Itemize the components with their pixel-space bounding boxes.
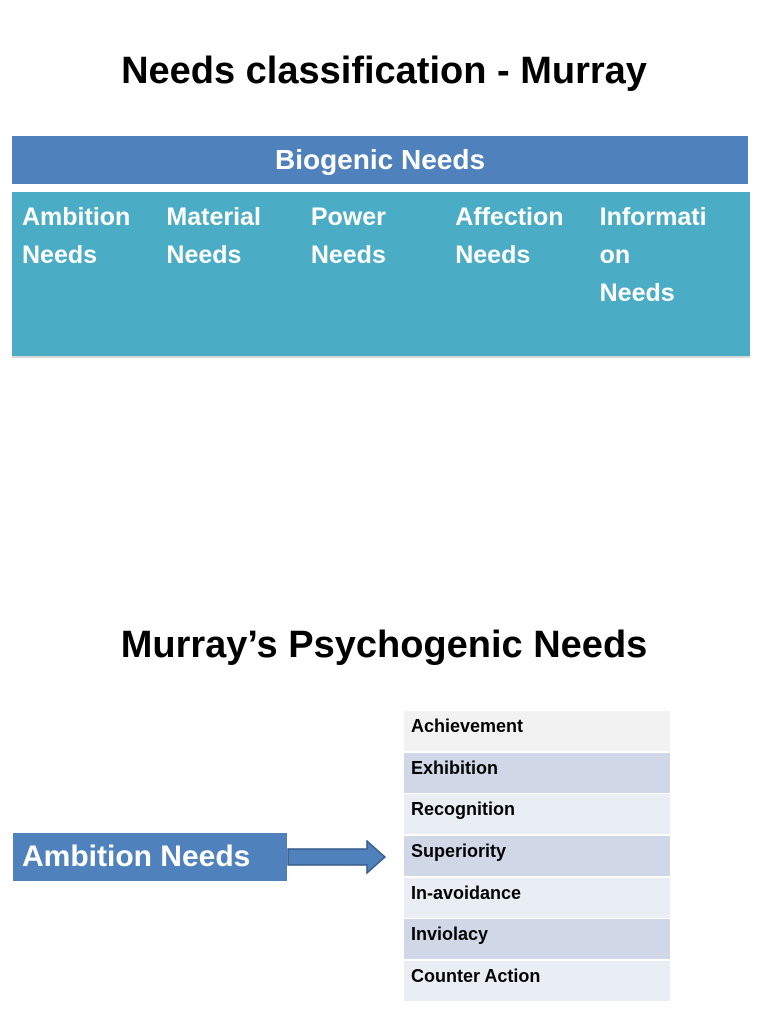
needs-cell-power: Power Needs — [310, 203, 386, 269]
needs-cell-material: Material Needs — [166, 203, 261, 269]
list-item-recognition: Recognition — [404, 794, 670, 835]
biogenic-needs-row: Ambition Needs Material Needs Power Need… — [12, 192, 750, 358]
needs-cell-affection: Affection Needs — [455, 203, 564, 269]
psychogenic-needs-list: Achievement Exhibition Recognition Super… — [404, 711, 670, 1003]
list-item-counter-action: Counter Action — [404, 961, 670, 1002]
list-item-superiority: Superiority — [404, 836, 670, 877]
list-item-achievement: Achievement — [404, 711, 670, 751]
biogenic-needs-header: Biogenic Needs — [12, 136, 748, 184]
slide-title-needs-classification: Needs classification - Murray — [121, 50, 647, 92]
list-item-exhibition: Exhibition — [404, 752, 670, 793]
right-arrow-icon — [287, 840, 387, 874]
ambition-needs-box: Ambition Needs — [13, 833, 287, 881]
needs-cell-information: Informati on Needs — [599, 203, 707, 307]
list-item-inviolacy: Inviolacy — [404, 919, 670, 960]
slide-title-psychogenic-needs: Murray’s Psychogenic Needs — [120, 624, 648, 666]
list-item-in-avoidance: In-avoidance — [404, 877, 670, 918]
needs-cell-ambition: Ambition Needs — [22, 203, 131, 269]
